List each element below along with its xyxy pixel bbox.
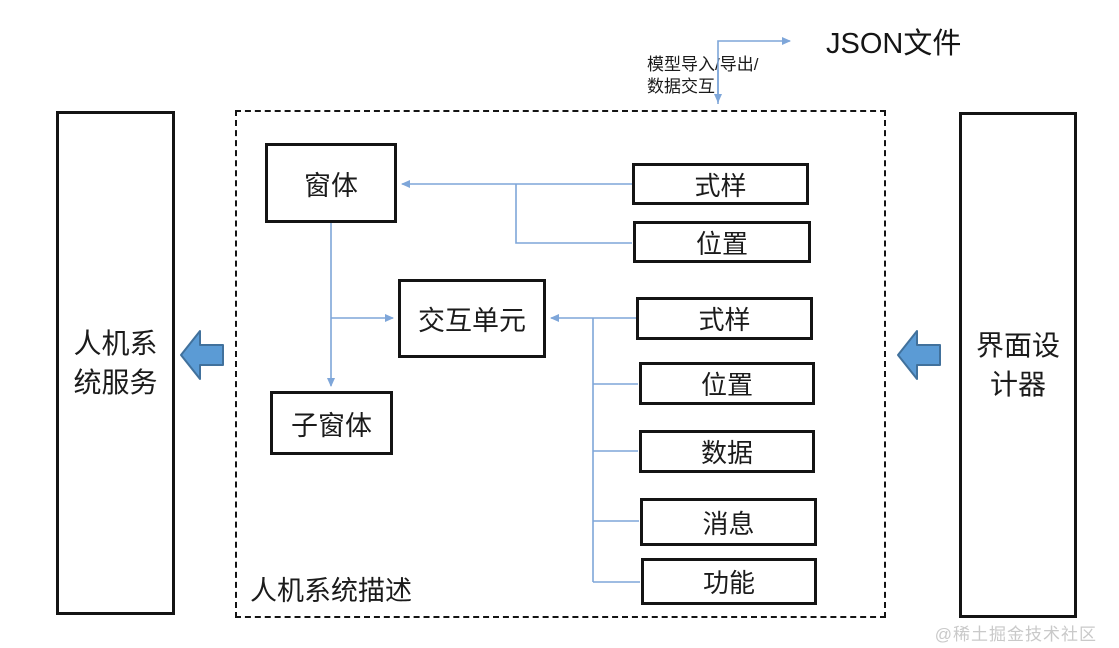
attr-window-position-label: 位置 [695, 228, 748, 259]
attr-unit-function: 功能 [641, 558, 817, 605]
attr-unit-data: 数据 [639, 430, 815, 473]
hmi-description-label: 人机系统描述 [250, 576, 412, 606]
block-arrow-from-ui-designer-icon [897, 330, 941, 380]
panel-ui-designer: 界面设计器 [959, 112, 1077, 618]
attr-unit-message-label: 消息 [702, 508, 755, 539]
node-window: 窗体 [265, 143, 397, 223]
json-file-label: JSON文件 [826, 28, 962, 60]
attr-window-style: 式样 [632, 163, 809, 205]
hmi-system-service-label: 人机系统服务 [73, 328, 158, 398]
hmi-description-container: 人机系统描述 [235, 110, 886, 618]
attr-unit-message: 消息 [640, 498, 817, 546]
node-interaction-unit-label: 交互单元 [418, 306, 526, 336]
panel-hmi-system-service: 人机系统服务 [56, 111, 175, 615]
attr-window-style-label: 式样 [694, 170, 747, 201]
node-sub-window-label: 子窗体 [291, 410, 372, 441]
attr-unit-data-label: 数据 [700, 438, 753, 468]
attr-window-position: 位置 [633, 221, 811, 263]
node-interaction-unit: 交互单元 [398, 279, 546, 358]
attr-unit-style: 式样 [636, 297, 813, 340]
attr-unit-style-label: 式样 [698, 305, 751, 335]
node-sub-window: 子窗体 [270, 391, 393, 455]
attr-unit-position-label: 位置 [700, 370, 753, 400]
attr-unit-position: 位置 [639, 362, 815, 405]
model-io-label: 模型导入/导出/ 数据交互 [647, 55, 759, 96]
attr-unit-function-label: 功能 [702, 568, 755, 598]
watermark: @稀土掘金技术社区 [934, 625, 1097, 644]
node-window-label: 窗体 [304, 170, 358, 201]
block-arrow-to-hmi-service-icon [180, 330, 224, 380]
ui-designer-label: 界面设计器 [975, 330, 1060, 400]
